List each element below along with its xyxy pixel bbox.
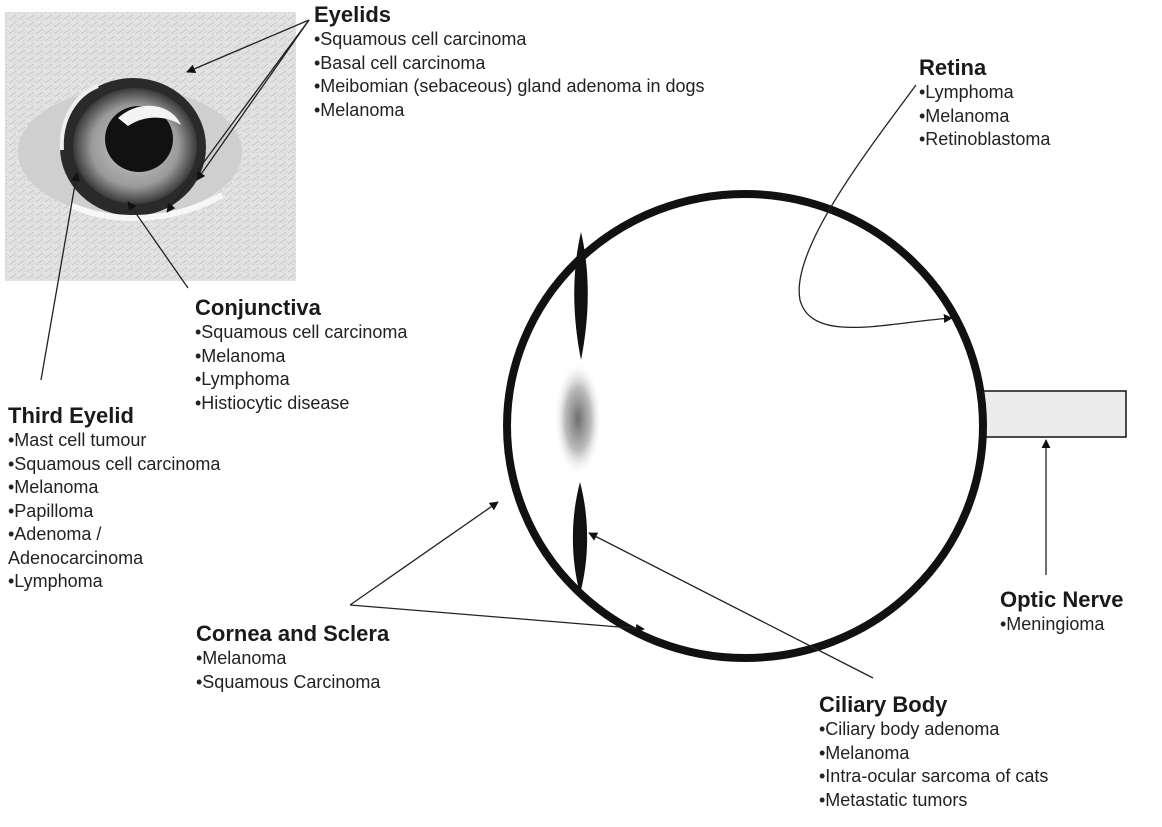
optic-nerve-item: •Meningioma (1000, 613, 1124, 637)
lens (554, 361, 602, 477)
ciliary-body-title: Ciliary Body (819, 692, 1048, 718)
cornea-arrow-1 (350, 502, 498, 605)
third-eyelid-item: •Papilloma (8, 500, 220, 524)
eyelids-item: •Basal cell carcinoma (314, 52, 705, 76)
eyelids-label: Eyelids •Squamous cell carcinoma •Basal … (314, 2, 705, 122)
conjunctiva-label: Conjunctiva •Squamous cell carcinoma •Me… (195, 295, 407, 415)
cornea-sclera-label: Cornea and Sclera •Melanoma •Squamous Ca… (196, 621, 389, 694)
ciliary-body-item: •Ciliary body adenoma (819, 718, 1048, 742)
eyelids-item: •Melanoma (314, 99, 705, 123)
optic-nerve-shape (983, 391, 1126, 437)
ciliary-body-item: •Melanoma (819, 742, 1048, 766)
third-eyelid-item: •Melanoma (8, 476, 220, 500)
third-eyelid-item: •Lymphoma (8, 570, 220, 594)
optic-nerve-label: Optic Nerve •Meningioma (1000, 587, 1124, 637)
retina-title: Retina (919, 55, 1050, 81)
conjunctiva-item: •Squamous cell carcinoma (195, 321, 407, 345)
eyelids-item: •Squamous cell carcinoma (314, 28, 705, 52)
third-eyelid-label: Third Eyelid •Mast cell tumour •Squamous… (8, 403, 220, 594)
eyelids-title: Eyelids (314, 2, 705, 28)
third-eyelid-item: Adenocarcinoma (8, 547, 220, 571)
conjunctiva-item: •Lymphoma (195, 368, 407, 392)
eyelids-item: •Meibomian (sebaceous) gland adenoma in … (314, 75, 705, 99)
conjunctiva-title: Conjunctiva (195, 295, 407, 321)
conjunctiva-item: •Melanoma (195, 345, 407, 369)
eye-photo (5, 12, 296, 281)
third-eyelid-title: Third Eyelid (8, 403, 220, 429)
cornea-sclera-item: •Squamous Carcinoma (196, 671, 389, 695)
retina-item: •Lymphoma (919, 81, 1050, 105)
third-eyelid-item: •Adenoma / (8, 523, 220, 547)
ciliary-body-item: •Metastatic tumors (819, 789, 1048, 813)
optic-nerve-title: Optic Nerve (1000, 587, 1124, 613)
retina-item: •Melanoma (919, 105, 1050, 129)
third-eyelid-item: •Mast cell tumour (8, 429, 220, 453)
conjunctiva-item: •Histiocytic disease (195, 392, 407, 416)
retina-label: Retina •Lymphoma •Melanoma •Retinoblasto… (919, 55, 1050, 152)
ciliary-body-label: Ciliary Body •Ciliary body adenoma •Mela… (819, 692, 1048, 812)
ciliary-body-item: •Intra-ocular sarcoma of cats (819, 765, 1048, 789)
cornea-sclera-title: Cornea and Sclera (196, 621, 389, 647)
retina-item: •Retinoblastoma (919, 128, 1050, 152)
third-eyelid-item: •Squamous cell carcinoma (8, 453, 220, 477)
cornea-sclera-item: •Melanoma (196, 647, 389, 671)
